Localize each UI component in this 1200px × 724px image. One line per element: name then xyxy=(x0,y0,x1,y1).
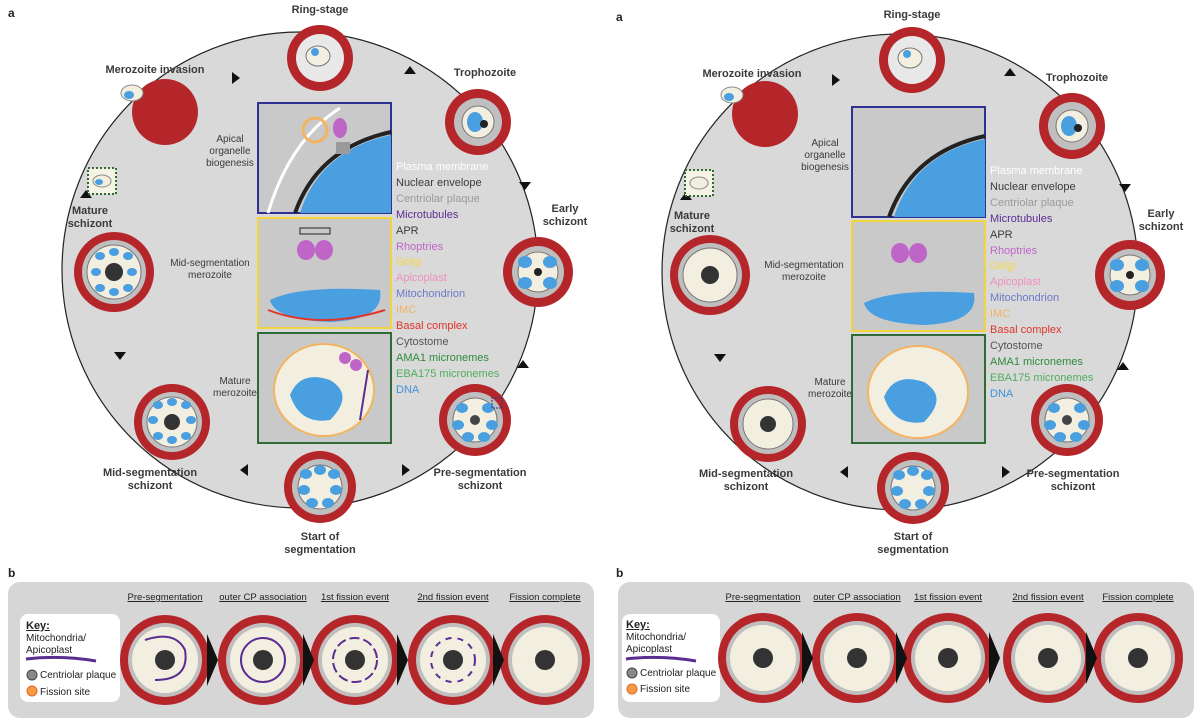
fission-cell-1 xyxy=(120,615,210,705)
label-ring-stage: Ring-stage xyxy=(291,4,349,16)
stage-ring xyxy=(287,25,353,91)
panel-b-letter: b xyxy=(8,566,16,580)
legend-plasma-membrane: Plasma membrane xyxy=(396,161,489,173)
fission-cells-left xyxy=(25,615,590,705)
b-stage-1-copy: Pre-segmentation xyxy=(725,592,801,603)
label-start-segmentation: Start of segmentation xyxy=(284,531,356,556)
panel-b-letter-copy: b xyxy=(616,566,624,580)
legend-centriolar-plaque: Centriolar plaque xyxy=(396,192,480,205)
cycle-diagram-right xyxy=(661,27,1165,524)
fission-cells-right xyxy=(625,613,1183,703)
legend-microtubules: Microtubules xyxy=(396,208,459,221)
fission-cell-2 xyxy=(218,615,308,705)
b-stage-2-copy: outer CP association xyxy=(813,592,901,603)
legend-eba175: EBA175 micronemes xyxy=(396,367,500,380)
legend-centriolar-plaque-copy: Centriolar plaque xyxy=(990,196,1074,209)
legend-rhoptries-copy: Rhoptries xyxy=(990,244,1038,257)
b-stage-4-copy: 2nd fission event xyxy=(1012,592,1084,603)
legend-basal-complex: Basal complex xyxy=(396,320,468,333)
label-early-schizont-copy: Early schizont xyxy=(1138,208,1184,233)
b-stage-5-copy: Fission complete xyxy=(1102,592,1174,603)
label-trophozoite: Trophozoite xyxy=(453,67,517,79)
legend-ama1: AMA1 micronemes xyxy=(396,351,489,364)
label-ring-stage-copy: Ring-stage xyxy=(883,9,941,21)
fission-cell-4 xyxy=(408,615,498,705)
legend-basal-complex-copy: Basal complex xyxy=(990,324,1062,337)
organelle-legend-copy: Plasma membrane Nuclear envelope Centrio… xyxy=(990,164,1093,403)
label-mid-segmentation: Mid-segmentation schizont xyxy=(102,467,198,492)
b-stage-3: 1st fission event xyxy=(320,592,390,603)
legend-cytostome: Cytostome xyxy=(396,335,449,348)
figure-copy-left: a Ring-stage Trophozoite Early schizont … xyxy=(8,4,594,718)
label-mature-schizont: Mature schizont xyxy=(67,205,113,230)
legend-nuclear-envelope-copy: Nuclear envelope xyxy=(990,180,1076,193)
stage-mid-segmentation xyxy=(134,384,210,460)
legend-apicoplast: Apicoplast xyxy=(396,272,447,285)
label-mature-schizont-copy: Mature schizont xyxy=(669,210,715,235)
key-fission: Fission site xyxy=(40,687,91,698)
legend-imc: IMC xyxy=(396,304,417,317)
stage-trophozoite xyxy=(445,89,511,155)
label-trophozoite-copy: Trophozoite xyxy=(1045,72,1109,84)
label-start-segmentation-copy: Start of segmentation xyxy=(877,531,949,556)
label-pre-segmentation-copy: Pre-segmentation schizont xyxy=(1026,468,1120,493)
b-stage-4: 2nd fission event xyxy=(417,592,489,603)
label-merozoite-invasion-copy: Merozoite invasion xyxy=(702,68,802,80)
legend-rhoptries: Rhoptries xyxy=(396,240,444,253)
label-early-schizont: Early schizont xyxy=(542,203,588,228)
label-apical-biogenesis: Apical organelle biogenesis xyxy=(206,134,254,169)
key-mito: Mitochondria/ Apicoplast xyxy=(26,633,87,656)
key-cp: Centriolar plaque xyxy=(40,670,117,681)
label-mid-segmentation-copy: Mid-segmentation schizont xyxy=(698,468,794,493)
stage-pre-segmentation xyxy=(439,384,511,456)
legend-dna: DNA xyxy=(396,383,420,396)
key-cp-copy: Centriolar plaque xyxy=(640,668,717,679)
legend-nuclear-envelope: Nuclear envelope xyxy=(396,176,482,189)
legend-plasma-membrane-copy: Plasma membrane xyxy=(990,165,1083,177)
legend-ama1-copy: AMA1 micronemes xyxy=(990,355,1083,368)
legend-cytostome-copy: Cytostome xyxy=(990,339,1043,352)
label-pre-segmentation: Pre-segmentation schizont xyxy=(433,467,527,492)
invasion-rbc xyxy=(132,79,198,145)
stage-mature-schizont xyxy=(74,232,154,312)
label-merozoite-invasion: Merozoite invasion xyxy=(105,64,205,76)
panel-a-letter-copy: a xyxy=(616,10,623,24)
label-mid-merozoite-copy: Mid-segmentation merozoite xyxy=(764,260,844,283)
cycle-diagram-left xyxy=(61,25,573,523)
legend-apr: APR xyxy=(396,224,419,237)
legend-apicoplast-copy: Apicoplast xyxy=(990,276,1041,289)
legend-microtubules-copy: Microtubules xyxy=(990,212,1053,225)
figure-copy-right: a Ring-stage Trophozoite Early schizont … xyxy=(600,0,1200,724)
legend-apr-copy: APR xyxy=(990,228,1013,241)
legend-mitochondrion-copy: Mitochondrion xyxy=(990,292,1060,305)
legend-dna-copy: DNA xyxy=(990,387,1014,400)
key-fission-copy: Fission site xyxy=(640,684,691,695)
legend-eba175-copy: EBA175 micronemes xyxy=(990,371,1094,384)
b-stage-2: outer CP association xyxy=(219,592,307,603)
b-stage-5: Fission complete xyxy=(509,592,581,603)
stage-start-segmentation xyxy=(284,451,356,523)
stage-early-schizont xyxy=(503,237,573,307)
fission-cell-3 xyxy=(310,615,400,705)
key-title-copy: Key: xyxy=(626,619,650,631)
label-mid-merozoite: Mid-segmentation merozoite xyxy=(170,258,250,281)
legend-imc-copy: IMC xyxy=(990,308,1011,321)
legend-golgi: Golgi xyxy=(396,256,422,269)
fission-cell-5 xyxy=(500,615,590,705)
b-stage-3-copy: 1st fission event xyxy=(913,592,983,603)
label-mature-merozoite: Mature merozoite xyxy=(213,376,257,399)
legend-mitochondrion: Mitochondrion xyxy=(396,288,466,301)
organelle-legend: Plasma membrane Nuclear envelope Centrio… xyxy=(396,160,499,399)
key-mito-copy: Mitochondria/ Apicoplast xyxy=(626,632,687,655)
panel-a-letter: a xyxy=(8,6,15,20)
legend-golgi-copy: Golgi xyxy=(990,260,1016,273)
key-title: Key: xyxy=(26,620,50,632)
b-stage-1: Pre-segmentation xyxy=(127,592,203,603)
label-mature-merozoite-copy: Mature merozoite xyxy=(808,377,852,400)
cycle-arrows xyxy=(80,66,531,476)
label-apical-biogenesis-copy: Apical organelle biogenesis xyxy=(801,138,849,173)
